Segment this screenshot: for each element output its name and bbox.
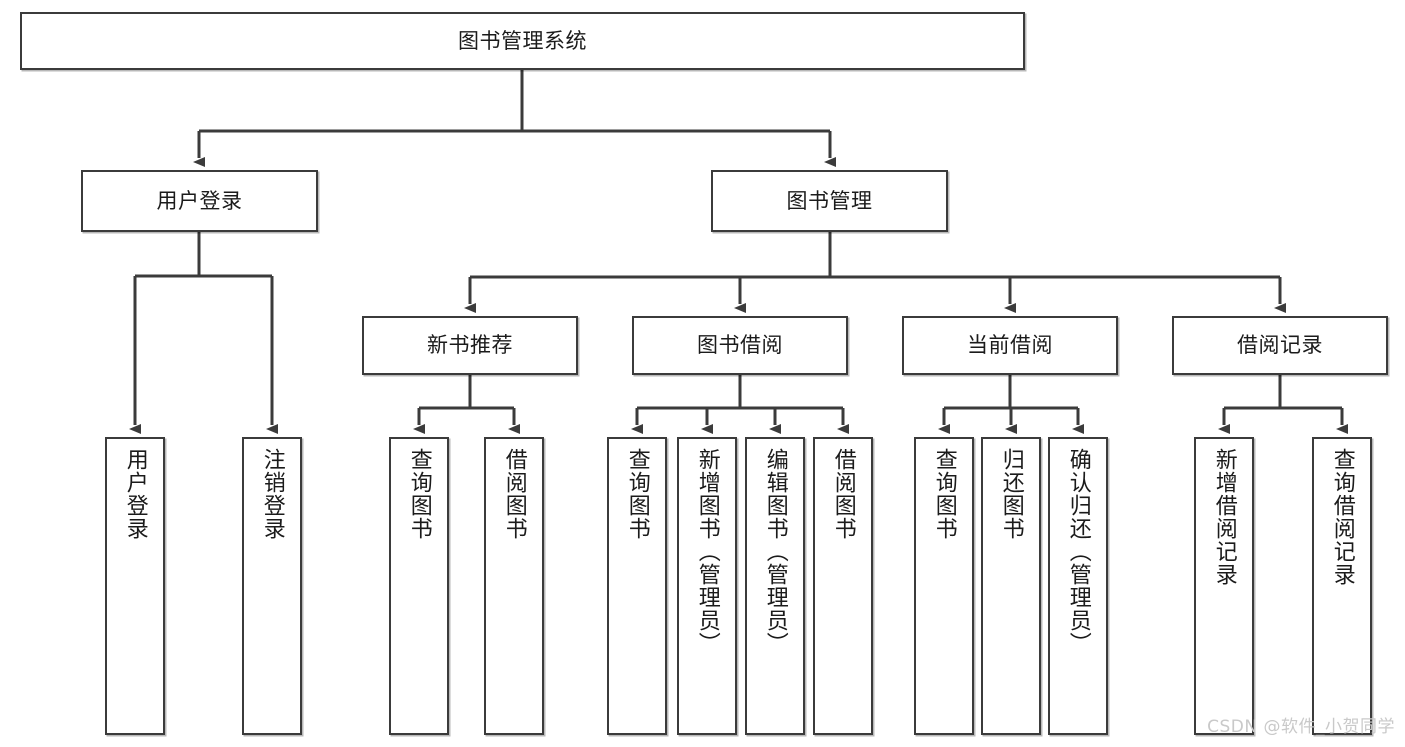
node-leaf-label: 借阅图书 [501,448,527,540]
node-book-manage[interactable]: 图书管理 [711,170,948,232]
node-leaf-add-book[interactable]: 新增图书（管理员） [677,437,737,735]
node-user-login-label: 用户登录 [156,188,243,213]
node-borrow-record-label: 借阅记录 [1237,333,1323,358]
node-leaf-label: 查询图书 [624,448,650,540]
node-new-book-recommend[interactable]: 新书推荐 [362,316,578,375]
csdn-watermark: CSDN @软件_小贺同学 [1207,717,1395,737]
node-leaf-query-book-3[interactable]: 查询图书 [914,437,974,735]
node-borrow-record[interactable]: 借阅记录 [1172,316,1388,375]
node-leaf-label: 新增图书（管理员） [694,448,720,655]
node-leaf-confirm-return[interactable]: 确认归还（管理员） [1048,437,1108,735]
node-leaf-edit-book[interactable]: 编辑图书（管理员） [745,437,805,735]
node-leaf-label: 用户登录 [122,448,148,540]
node-leaf-label: 借阅图书 [830,448,856,540]
node-leaf-label: 查询图书 [931,448,957,540]
node-book-borrow[interactable]: 图书借阅 [632,316,848,375]
node-leaf-logout[interactable]: 注销登录 [242,437,302,735]
node-leaf-label: 注销登录 [259,448,285,540]
node-current-borrow-label: 当前借阅 [967,333,1053,358]
node-leaf-label: 新增借阅记录 [1211,448,1237,586]
node-leaf-user-login[interactable]: 用户登录 [105,437,165,735]
node-leaf-label: 确认归还（管理员） [1065,448,1091,655]
node-user-login[interactable]: 用户登录 [81,170,318,232]
node-leaf-label: 查询借阅记录 [1329,448,1355,586]
node-leaf-label: 编辑图书（管理员） [762,448,788,655]
node-book-manage-label: 图书管理 [786,188,873,213]
node-leaf-label: 归还图书 [998,448,1024,540]
node-root-system[interactable]: 图书管理系统 [20,12,1025,70]
node-leaf-label: 查询图书 [406,448,432,540]
node-book-borrow-label: 图书借阅 [697,333,783,358]
node-leaf-return-book[interactable]: 归还图书 [981,437,1041,735]
node-leaf-borrow-book-2[interactable]: 借阅图书 [813,437,873,735]
node-leaf-add-record[interactable]: 新增借阅记录 [1194,437,1254,735]
node-current-borrow[interactable]: 当前借阅 [902,316,1118,375]
node-leaf-query-book-2[interactable]: 查询图书 [607,437,667,735]
node-leaf-query-record[interactable]: 查询借阅记录 [1312,437,1372,735]
node-new-book-recommend-label: 新书推荐 [427,333,513,358]
node-leaf-borrow-book-1[interactable]: 借阅图书 [484,437,544,735]
node-root-label: 图书管理系统 [458,28,587,53]
node-leaf-query-book-1[interactable]: 查询图书 [389,437,449,735]
